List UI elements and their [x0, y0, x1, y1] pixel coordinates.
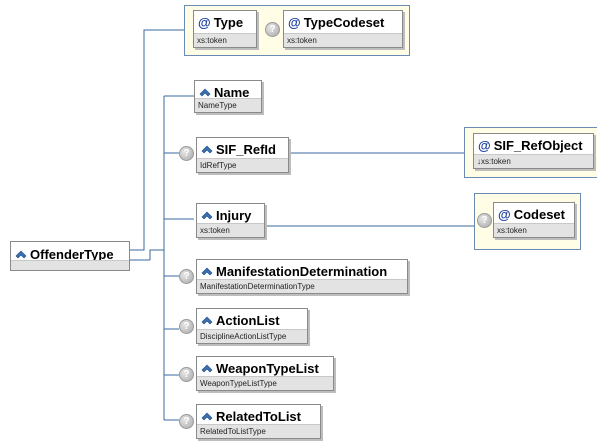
element-weapontypelist[interactable]: WeaponTypeList WeaponTypeListType: [196, 356, 334, 391]
question-icon: ?: [179, 414, 194, 429]
attribute-sif-refobject-type: ↓xs:token: [474, 154, 593, 168]
element-name[interactable]: Name NameType: [194, 80, 262, 113]
element-actionlist-type: DisciplineActionListType: [197, 329, 307, 343]
attribute-codeset[interactable]: @ Codeset xs:token: [493, 202, 575, 238]
sif-refobject-attribute-group: @ SIF_RefObject ↓xs:token: [464, 127, 597, 178]
element-sif-refid-label: SIF_RefId: [216, 141, 276, 157]
element-injury-type: xs:token: [197, 223, 264, 237]
element-diamond-icon: [15, 250, 27, 258]
element-diamond-icon: [201, 316, 213, 324]
element-name-label: Name: [214, 84, 250, 100]
attribute-codeset-label: Codeset: [513, 206, 565, 222]
attribute-typecodeset-label: TypeCodeset: [303, 14, 385, 30]
attribute-type-label: Type: [213, 14, 244, 30]
at-icon: @: [288, 14, 301, 30]
element-injury[interactable]: Injury xs:token: [196, 203, 265, 238]
element-diamond-icon: [201, 267, 213, 275]
question-icon: ?: [179, 146, 194, 161]
attribute-sif-refobject[interactable]: @ SIF_RefObject ↓xs:token: [473, 133, 594, 169]
element-sif-refid-type: IdRefType: [197, 158, 288, 172]
element-relatedtolist[interactable]: RelatedToList RelatedToListType: [196, 404, 321, 439]
element-diamond-icon: [201, 364, 213, 372]
element-manifestationdetermination-type: ManifestationDeterminationType: [197, 279, 407, 293]
question-icon: ?: [265, 22, 280, 37]
question-icon: ?: [179, 269, 194, 284]
element-actionlist-label: ActionList: [216, 312, 280, 328]
element-diamond-icon: [201, 145, 213, 153]
element-diamond-icon: [201, 412, 213, 420]
element-weapontypelist-type: WeaponTypeListType: [197, 376, 333, 390]
attribute-type-type: xs:token: [194, 33, 256, 47]
element-actionlist[interactable]: ActionList DisciplineActionListType: [196, 308, 308, 344]
attribute-typecodeset[interactable]: @ TypeCodeset xs:token: [283, 10, 403, 48]
element-relatedtolist-label: RelatedToList: [216, 408, 301, 424]
attribute-codeset-type: xs:token: [494, 223, 574, 237]
element-diamond-icon: [199, 88, 211, 96]
at-icon: @: [498, 206, 511, 222]
attribute-typecodeset-type: xs:token: [284, 33, 402, 47]
question-icon: ?: [477, 213, 492, 228]
root-element-type: [11, 260, 129, 270]
attribute-group: @ Type xs:token ? @ TypeCodeset xs:token: [184, 5, 410, 56]
element-manifestationdetermination-label: ManifestationDetermination: [216, 263, 388, 279]
element-sif-refid[interactable]: SIF_RefId IdRefType: [196, 137, 289, 173]
root-element-offendertype[interactable]: OffenderType: [10, 241, 130, 271]
element-weapontypelist-label: WeaponTypeList: [216, 360, 319, 376]
at-icon: @: [198, 14, 211, 30]
element-manifestationdetermination[interactable]: ManifestationDetermination Manifestation…: [196, 259, 408, 294]
attribute-type[interactable]: @ Type xs:token: [193, 10, 257, 48]
question-icon: ?: [179, 319, 194, 334]
at-icon: @: [478, 137, 491, 153]
element-relatedtolist-type: RelatedToListType: [197, 424, 320, 438]
element-injury-label: Injury: [216, 207, 252, 223]
root-element-label: OffenderType: [30, 246, 114, 262]
codeset-attribute-group: ? @ Codeset xs:token: [474, 193, 581, 250]
element-diamond-icon: [201, 211, 213, 219]
element-name-type: NameType: [195, 98, 261, 112]
attribute-sif-refobject-label: SIF_RefObject: [493, 137, 583, 153]
question-icon: ?: [179, 367, 194, 382]
